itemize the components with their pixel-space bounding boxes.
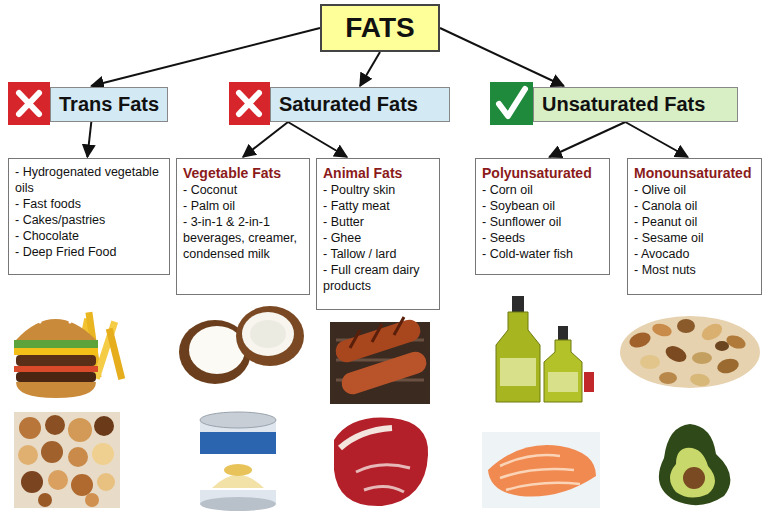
list-item: - Soybean oil [482, 198, 603, 214]
list-item: - Most nuts [634, 262, 755, 278]
burger-picture [14, 312, 125, 398]
list-item: - Ghee [323, 230, 433, 246]
list-item: - Fast foods [15, 196, 163, 212]
list-item: - Sunflower oil [482, 214, 603, 230]
category-header: Unsaturated Fats [533, 87, 738, 122]
arrow-connector [91, 28, 320, 86]
list-item: - Full cream dairy products [323, 262, 433, 294]
list-item: - Cakes/pastries [15, 212, 163, 228]
list-item: - Butter [323, 214, 433, 230]
list-item: - 3-in-1 & 2-in-1 beverages, creamer, co… [183, 214, 303, 262]
list-item: - Deep Fried Food [15, 244, 163, 260]
list-item: - Tallow / lard [323, 246, 433, 262]
list-item: - Sesame oil [634, 230, 755, 246]
list-item: - Hydrogenated vegetable oils [15, 164, 163, 196]
nuts-picture [620, 316, 760, 388]
salmon-picture [482, 432, 600, 508]
arrow-connector [243, 122, 288, 157]
list-item: - Cold-water fish [482, 246, 603, 262]
check-icon [490, 82, 533, 125]
list-item: - Canola oil [634, 198, 755, 214]
sausages-picture [330, 317, 430, 404]
oil-bottles-picture [496, 296, 594, 402]
box-label: FATS [345, 12, 414, 44]
list-item: - Palm oil [183, 198, 303, 214]
list-item: - Chocolate [15, 228, 163, 244]
food-list-box: - Hydrogenated vegetable oils- Fast food… [8, 158, 170, 275]
root-box: FATS [320, 4, 440, 52]
list-item: - Coconut [183, 182, 303, 198]
coconut-picture [179, 306, 304, 384]
cross-icon [8, 82, 50, 125]
list-heading: Polyunsaturated [482, 164, 603, 182]
condensed-milk-picture [200, 412, 276, 511]
box-label: Trans Fats [59, 93, 159, 116]
steak-picture [334, 417, 428, 506]
list-item: - Peanut oil [634, 214, 755, 230]
list-heading: Monounsaturated [634, 164, 755, 182]
box-label: Unsaturated Fats [542, 93, 705, 116]
food-list-box: Polyunsaturated- Corn oil- Soybean oil- … [475, 158, 610, 275]
list-item: - Corn oil [482, 182, 603, 198]
list-item: - Avocado [634, 246, 755, 262]
arrow-connector [288, 122, 347, 157]
list-heading: Vegetable Fats [183, 164, 303, 182]
food-list-box: Vegetable Fats- Coconut- Palm oil- 3-in-… [176, 158, 310, 295]
cross-icon [229, 82, 270, 125]
list-item: - Seeds [482, 230, 603, 246]
avocado-picture [659, 424, 731, 505]
list-heading: Animal Fats [323, 164, 433, 182]
cookies-picture [14, 412, 120, 508]
food-list-box: Monounsaturated- Olive oil- Canola oil- … [627, 158, 762, 295]
arrow-connector [549, 122, 625, 157]
list-item: - Fatty meat [323, 198, 433, 214]
arrow-connector [625, 122, 688, 157]
food-list-box: Animal Fats- Poultry skin- Fatty meat- B… [316, 158, 440, 310]
arrow-connector [440, 28, 564, 86]
box-label: Saturated Fats [279, 93, 418, 116]
arrow-connector [87, 122, 91, 157]
category-header: Saturated Fats [270, 87, 450, 122]
arrow-connector [360, 52, 380, 86]
category-header: Trans Fats [50, 87, 168, 122]
list-item: - Olive oil [634, 182, 755, 198]
list-item: - Poultry skin [323, 182, 433, 198]
